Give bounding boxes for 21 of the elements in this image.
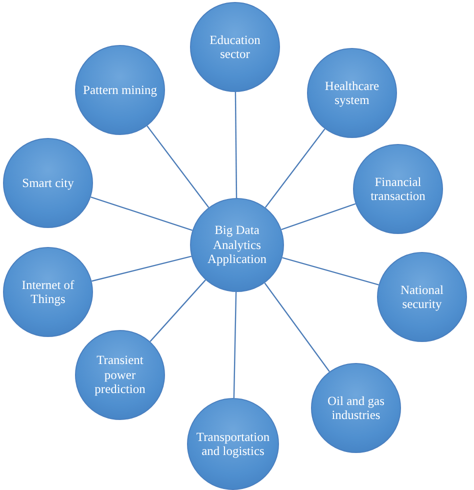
circle-label: Pattern mining	[83, 82, 157, 98]
connector-line	[146, 126, 210, 208]
circle-label: Transient power prediction	[94, 353, 146, 397]
circle-label: Transportation and logistics	[195, 430, 271, 458]
circle-label: Healthcare system	[324, 78, 380, 108]
connector-line	[282, 257, 379, 286]
circle-label: Financial transaction	[370, 174, 426, 204]
circle-label: Smart city	[22, 176, 74, 190]
circle-label: Oil and gas industries	[326, 394, 386, 422]
circle-label: Education sector	[208, 32, 262, 62]
connector-line	[264, 282, 330, 372]
circle-label: Internet of Things	[20, 278, 76, 306]
connector-line	[234, 92, 238, 198]
circle-label: National security	[399, 282, 445, 312]
circle-label: Big Data Analytics Application	[206, 223, 268, 267]
connector-line	[150, 280, 206, 342]
connector-line	[264, 128, 326, 208]
connector-line	[90, 196, 193, 231]
connector-line	[281, 203, 356, 230]
connector-line	[92, 256, 192, 282]
connector-line	[233, 292, 237, 398]
